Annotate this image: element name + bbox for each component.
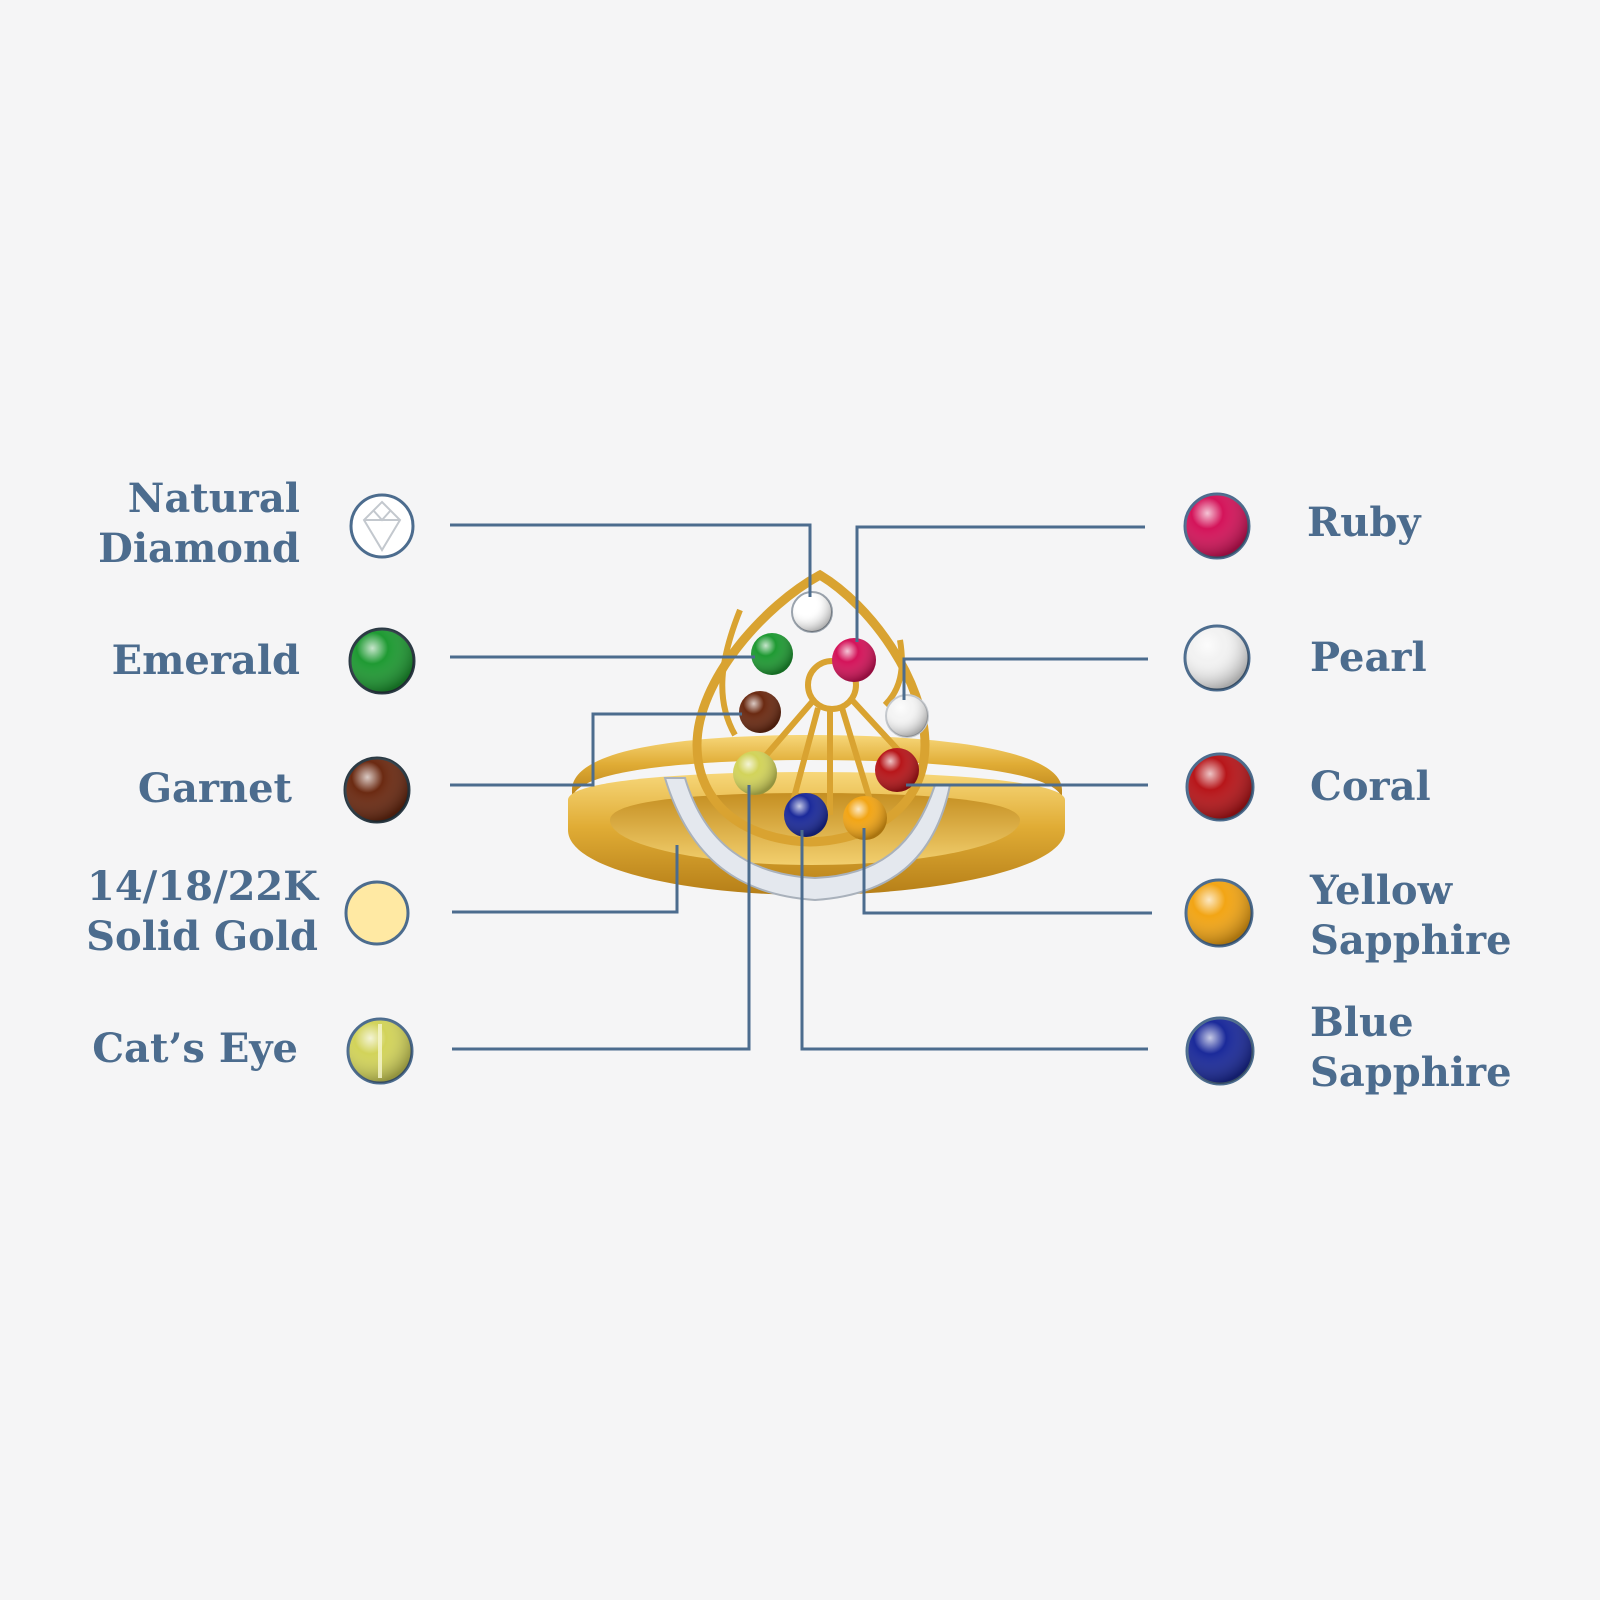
- label-line: Natural: [127, 475, 300, 522]
- cats-eye-gem-icon: [346, 1017, 414, 1085]
- label-line: Emerald: [111, 637, 300, 684]
- leader-lines: [450, 523, 1152, 1051]
- label-ruby: Ruby: [1307, 498, 1421, 548]
- ring-garnet: [739, 691, 781, 733]
- leader-line-garnet: [450, 712, 742, 787]
- label-blue-sapphire: Blue Sapphire: [1310, 998, 1512, 1098]
- label-garnet: Garnet: [138, 764, 292, 814]
- right-legend-swatches: [1183, 492, 1255, 1086]
- ring-yellow-sapphire: [843, 796, 887, 840]
- label-line: Blue: [1310, 999, 1414, 1046]
- label-line: Coral: [1310, 763, 1431, 810]
- ring-coral: [875, 748, 919, 792]
- blue-sapphire-gem-icon: [1185, 1016, 1255, 1086]
- leader-line-solid-gold: [452, 845, 679, 914]
- garnet-gem-icon: [343, 756, 411, 824]
- ring-cats-eye: [733, 751, 777, 795]
- label-coral: Coral: [1310, 762, 1431, 812]
- label-line: 14/18/22K: [87, 863, 318, 910]
- filigree-rays: [719, 608, 905, 815]
- label-line: Yellow: [1310, 867, 1453, 914]
- label-yellow-sapphire: Yellow Sapphire: [1310, 866, 1512, 966]
- ring-diamond: [791, 591, 833, 633]
- label-line: Solid Gold: [86, 913, 318, 960]
- ring-illustration: [568, 569, 1065, 902]
- gold-swatch-icon: [344, 880, 410, 946]
- label-line: Sapphire: [1310, 917, 1512, 964]
- label-line: Ruby: [1307, 499, 1421, 546]
- label-line: Cat’s Eye: [92, 1025, 298, 1072]
- ruby-gem-icon: [1183, 492, 1251, 560]
- leader-line-natural-diamond: [450, 523, 812, 597]
- label-line: Garnet: [137, 765, 292, 812]
- left-legend-swatches: [343, 493, 416, 1085]
- pearl-gem-icon: [1183, 624, 1251, 692]
- leader-line-yellow-sapphire: [862, 828, 1152, 915]
- ring-emerald: [751, 633, 793, 675]
- emerald-gem-icon: [348, 627, 416, 695]
- label-line: Pearl: [1310, 634, 1427, 681]
- ring-blue-sapphire: [784, 793, 828, 837]
- label-solid-gold: 14/18/22K Solid Gold: [86, 862, 318, 962]
- leader-line-ruby: [855, 525, 1145, 642]
- label-pearl: Pearl: [1310, 633, 1427, 683]
- diamond-gem-icon: [349, 493, 415, 559]
- label-line: Diamond: [98, 525, 300, 572]
- label-line: Sapphire: [1310, 1049, 1512, 1096]
- leader-line-pearl: [902, 657, 1148, 700]
- leader-line-cats-eye: [452, 785, 751, 1051]
- label-emerald: Emerald: [112, 636, 300, 686]
- ring-ruby: [832, 638, 876, 682]
- ring-pearl: [885, 694, 929, 738]
- leader-line-blue-sapphire: [800, 830, 1148, 1051]
- label-natural-diamond: Natural Diamond: [98, 474, 300, 574]
- ring-gemstones: [733, 591, 929, 840]
- label-cats-eye: Cat’s Eye: [92, 1024, 298, 1074]
- coral-gem-icon: [1185, 752, 1255, 822]
- yellow-sapphire-gem-icon: [1184, 878, 1254, 948]
